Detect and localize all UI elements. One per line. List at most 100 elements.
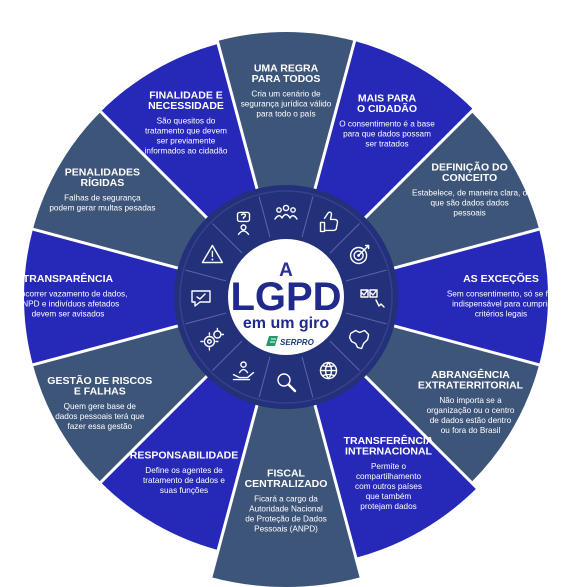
segment-divider — [391, 324, 577, 377]
segment-divider — [72, 373, 210, 511]
segment-description: de dados estão dentro — [430, 416, 512, 425]
segment-description: de Proteção de Dados — [245, 515, 326, 524]
ring-divider — [212, 223, 243, 254]
segment-description: fazer essa gestão — [67, 422, 132, 431]
segment-description: suas funções — [160, 486, 208, 495]
segment-description: O consentimento é a base — [339, 120, 435, 129]
segment-divider — [362, 373, 500, 511]
segment-title: MAIS PARA — [358, 93, 417, 105]
segment-divider — [313, 402, 366, 587]
segment-title: PENALIDADES — [65, 167, 140, 179]
segment-description: que também — [366, 492, 412, 501]
wheel-segment — [286, 229, 549, 365]
segment-title: AS EXCEÇÕES — [463, 272, 539, 285]
segment-divider — [391, 217, 577, 270]
ring-divider — [345, 312, 387, 325]
center-title-line3: em um giro — [243, 315, 329, 332]
segment-description: que são dados dados — [430, 199, 508, 208]
segment-description: tratamento de dados e — [143, 476, 225, 485]
segment-title: FINALIDADE E — [149, 89, 223, 101]
segment-title: RESPONSABILIDADE — [130, 449, 239, 461]
segment-title: FISCAL — [267, 468, 306, 480]
question-person-icon — [236, 211, 251, 236]
people-icon — [274, 204, 298, 220]
segment-divider — [206, 6, 259, 192]
segment-divider — [362, 83, 500, 221]
segment-title: TRANSPARÊNCIA — [23, 272, 114, 285]
thumbs-up-icon — [319, 211, 339, 233]
segment-description: Não importa se a — [439, 396, 502, 405]
segment-description: dados pessoais terá que — [55, 412, 145, 421]
segment-title: NECESSIDADE — [148, 100, 224, 112]
serpro-logo-stripes — [270, 338, 276, 343]
center-title-line1: A — [279, 260, 293, 281]
segment-title: CONCEITO — [442, 172, 497, 184]
segment-title: INTERNACIONAL — [345, 446, 432, 458]
ring-divider — [329, 223, 360, 254]
segment-description: ser tratados — [365, 140, 408, 149]
inner-ring-highlight — [179, 190, 393, 404]
segment-description: Quem gere base de — [64, 402, 137, 411]
ring-divider — [329, 340, 360, 371]
segment-description: para todo o país — [256, 110, 315, 119]
segment-divider — [0, 324, 181, 376]
segment-title: DEFINIÇÃO DO — [431, 161, 507, 174]
segment-title: UMA REGRA — [254, 63, 319, 75]
wheel-segment — [210, 297, 362, 587]
segment-title: RÍGIDAS — [81, 176, 125, 189]
hand-person-icon — [232, 361, 255, 381]
brazil-map-icon — [348, 329, 370, 350]
segment-title: E FALHAS — [74, 386, 126, 398]
segment-description: São quesitos do — [157, 116, 216, 125]
center-disc — [228, 239, 344, 355]
serpro-logo: SERPRO — [266, 336, 315, 347]
ring-divider — [185, 312, 227, 325]
segment-description: Autoridade Nacional — [249, 505, 323, 514]
segment-description: Estabelece, de maneira clara, o — [412, 189, 528, 198]
gears-icon — [200, 327, 225, 351]
segment-description: pessoais — [453, 209, 485, 218]
segment-title: O CIDADÃO — [357, 102, 417, 115]
warning-icon — [201, 244, 224, 264]
segment-description: critérios legais — [475, 309, 527, 318]
wheel-segment — [23, 229, 287, 365]
segment-description: compartilhamento — [356, 472, 422, 481]
ring-divider — [258, 356, 271, 398]
segment-description: com outros países — [355, 482, 422, 491]
segment-title: PARA TODOS — [252, 73, 321, 85]
segment-description: ANPD e indivíduos afetados — [17, 299, 119, 308]
segment-title: GESTÃO DE RISCOS — [47, 374, 152, 387]
segment-description: Permite o — [371, 462, 406, 471]
segment-description: protejam dados — [360, 502, 416, 511]
segment-description: ser previamente — [157, 136, 216, 145]
segment-description: para que dados possam — [343, 130, 431, 139]
ring-divider — [258, 196, 271, 238]
segment-divider — [0, 218, 181, 270]
ring-divider — [212, 340, 243, 371]
segment-description: ou fora do Brasil — [441, 426, 501, 435]
center-title-line2: LGPD — [230, 275, 341, 319]
segment-description: Falhas de segurança — [64, 194, 141, 203]
segment-divider — [72, 83, 210, 221]
segment-description: devem ser avisados — [32, 309, 105, 318]
segment-divider — [313, 6, 366, 192]
segment-description: Pessoais (ANPD) — [254, 525, 318, 534]
segment-divider — [206, 402, 259, 587]
segment-title: TRANSFERÊNCIA — [344, 434, 434, 447]
segment-description: segurança jurídica válido — [241, 100, 332, 109]
segment-title: ABRANGÊNCIA — [431, 368, 510, 381]
segment-title: CENTRALIZADO — [245, 478, 328, 490]
wheel-segment — [217, 31, 355, 298]
segment-description: Sem consentimento, só se for — [447, 289, 556, 298]
segment-description: Se ocorrer vazamento de dados, — [9, 289, 128, 298]
segment-description: Define os agentes de — [145, 466, 223, 475]
globe-icon — [319, 361, 338, 380]
segment-description: Ficará a cargo da — [254, 495, 318, 504]
ring-divider — [301, 196, 314, 238]
ring-divider — [185, 269, 227, 282]
serpro-logo-text: SERPRO — [280, 338, 315, 347]
segment-title: EXTRATERRITORIAL — [418, 380, 524, 392]
magnifier-icon — [277, 373, 297, 393]
segment-description: organização ou o centro — [427, 406, 515, 415]
